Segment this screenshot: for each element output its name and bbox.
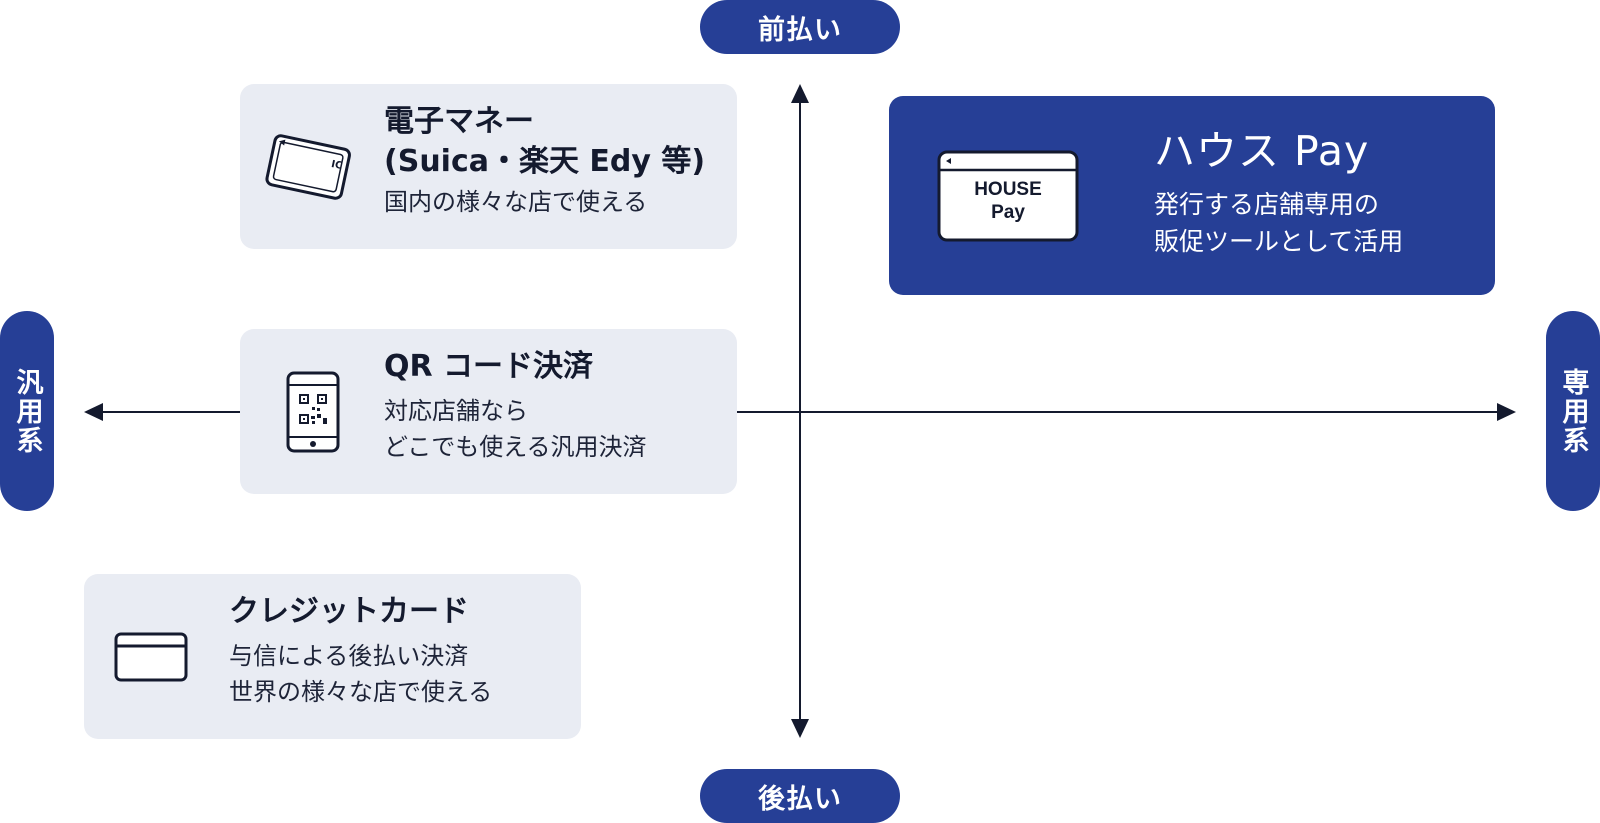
- housepay-title: ハウス Pay: [1154, 127, 1370, 175]
- smartphone-qr-icon: [286, 371, 340, 457]
- emoney-desc-line1: 国内の様々な店で使える: [384, 188, 648, 216]
- axis-arrow-right: [1497, 403, 1516, 421]
- qr-desc-line1: 対応店舗なら: [384, 397, 528, 425]
- axis-arrow-left: [84, 403, 103, 421]
- qr-text: QR コード決済 対応店舗なら どこでも使える汎用決済: [384, 347, 647, 465]
- svg-text:IC: IC: [330, 159, 343, 172]
- emoney-card: IC 電子マネー (Suica・楽天 Edy 等) 国内の様々な店で使える: [240, 84, 737, 249]
- axis-label-dedicated-text: 専用系: [1557, 367, 1589, 455]
- credit-desc-line2: 世界の様々な店で使える: [229, 678, 493, 706]
- credit-desc-line1: 与信による後払い決済: [229, 642, 469, 670]
- emoney-title-line2: (Suica・楽天 Edy 等): [384, 144, 706, 179]
- axis-label-prepaid-text: 前払い: [758, 14, 842, 46]
- credit-card-icon: [114, 632, 188, 686]
- house-pay-icon-text-line2: Pay: [991, 202, 1025, 223]
- axis-label-general-text: 汎用系: [11, 367, 43, 455]
- qr-desc-line2: どこでも使える汎用決済: [384, 433, 647, 461]
- axis-label-postpaid: 後払い: [700, 769, 900, 823]
- housepay-card: HOUSE Pay ハウス Pay 発行する店舗専用の 販促ツールとして活用: [889, 96, 1495, 295]
- house-pay-icon-text-line1: HOUSE: [974, 179, 1042, 200]
- axis-label-postpaid-text: 後払い: [758, 783, 842, 815]
- housepay-text: ハウス Pay 発行する店舗専用の 販促ツールとして活用: [1154, 124, 1403, 260]
- credit-title: クレジットカード: [229, 594, 469, 629]
- qr-title: QR コード決済: [384, 349, 594, 384]
- emoney-title-line1: 電子マネー: [384, 104, 534, 139]
- axis-label-dedicated: 専用系: [1546, 311, 1600, 511]
- housepay-desc-line1: 発行する店舗専用の: [1154, 190, 1380, 219]
- axis-arrow-up: [791, 84, 809, 103]
- house-pay-card-icon: HOUSE Pay: [937, 150, 1079, 246]
- axis-label-general: 汎用系: [0, 311, 54, 511]
- housepay-desc-line2: 販促ツールとして活用: [1154, 227, 1404, 256]
- axis-label-prepaid: 前払い: [700, 0, 900, 54]
- axis-arrow-down: [791, 719, 809, 738]
- credit-text: クレジットカード 与信による後払い決済 世界の様々な店で使える: [229, 592, 492, 710]
- emoney-text: 電子マネー (Suica・楽天 Edy 等) 国内の様々な店で使える: [384, 102, 705, 220]
- ic-card-icon: IC: [260, 128, 356, 212]
- qr-card: QR コード決済 対応店舗なら どこでも使える汎用決済: [240, 329, 737, 494]
- credit-card: クレジットカード 与信による後払い決済 世界の様々な店で使える: [84, 574, 581, 739]
